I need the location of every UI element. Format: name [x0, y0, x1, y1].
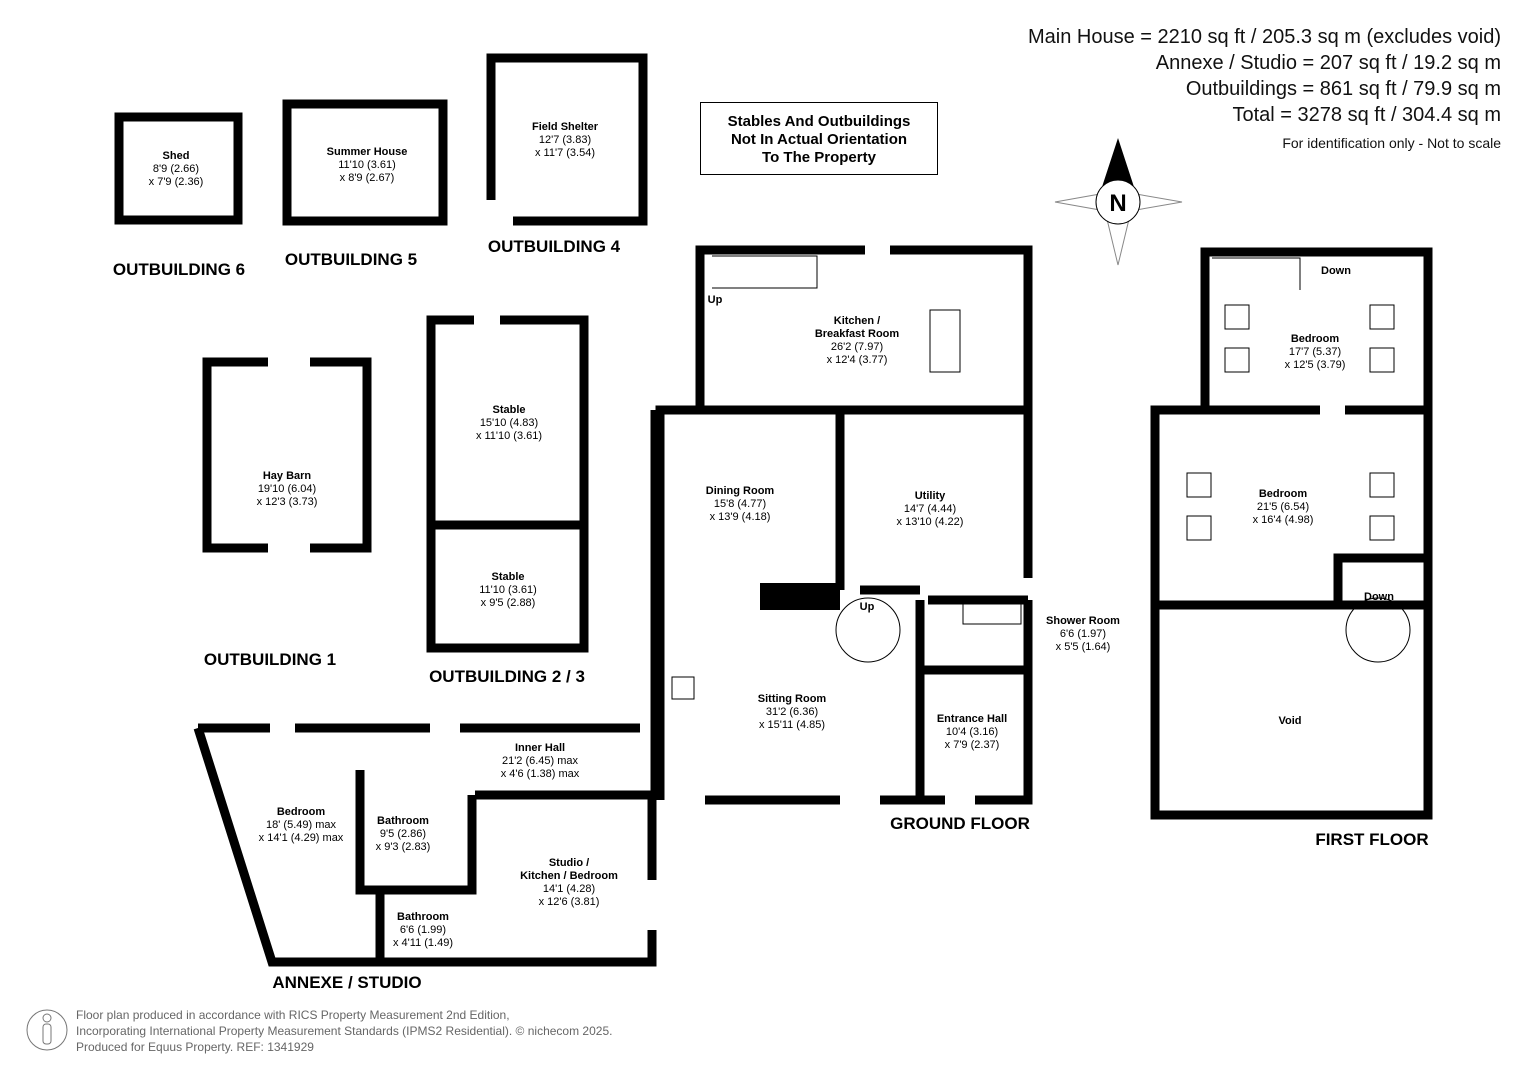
- svg-text:x 12'5 (3.79): x 12'5 (3.79): [1285, 359, 1346, 371]
- svg-text:Down: Down: [1321, 265, 1351, 277]
- room-name: Kitchen /: [834, 315, 880, 327]
- svg-text:OUTBUILDING 2 / 3: OUTBUILDING 2 / 3: [429, 667, 585, 686]
- svg-text:x 11'10 (3.61): x 11'10 (3.61): [476, 430, 542, 442]
- area-annexe: Annexe / Studio = 207 sq ft / 19.2 sq m: [1155, 52, 1501, 74]
- footer: Floor plan produced in accordance with R…: [76, 1007, 612, 1055]
- orientation-note: Stables And Outbuildings Not In Actual O…: [700, 102, 938, 175]
- footer-line: Incorporating International Property Mea…: [76, 1024, 613, 1038]
- fixtures: [671, 255, 1411, 700]
- svg-text:10'4 (3.16): 10'4 (3.16): [946, 726, 998, 738]
- svg-text:14'1 (4.28): 14'1 (4.28): [543, 883, 595, 895]
- svg-text:6'6 (1.97): 6'6 (1.97): [1060, 628, 1106, 640]
- svg-text:31'2 (6.36): 31'2 (6.36): [766, 706, 818, 718]
- svg-text:21'5 (6.54): 21'5 (6.54): [1257, 501, 1309, 513]
- svg-text:26'2 (7.97): 26'2 (7.97): [831, 341, 883, 353]
- svg-text:12'7 (3.83): 12'7 (3.83): [539, 134, 591, 146]
- svg-text:x 4'6 (1.38) max: x 4'6 (1.38) max: [501, 768, 580, 780]
- svg-text:OUTBUILDING 5: OUTBUILDING 5: [285, 250, 417, 269]
- footer-line: Produced for Equus Property. REF: 134192…: [76, 1040, 314, 1054]
- room-name: Bathroom: [397, 911, 449, 923]
- area-main: Main House = 2210 sq ft / 205.3 sq m (ex…: [1027, 26, 1501, 48]
- svg-text:x 13'10 (4.22): x 13'10 (4.22): [897, 516, 964, 528]
- svg-text:8'9 (2.66): 8'9 (2.66): [153, 163, 199, 175]
- svg-text:x 12'6 (3.81): x 12'6 (3.81): [539, 896, 600, 908]
- svg-text:FIRST FLOOR: FIRST FLOOR: [1315, 830, 1428, 849]
- room-name: Shed: [163, 150, 190, 162]
- svg-text:ANNEXE / STUDIO: ANNEXE / STUDIO: [272, 973, 421, 992]
- svg-text:x 9'5 (2.88): x 9'5 (2.88): [481, 597, 536, 609]
- svg-text:x 13'9 (4.18): x 13'9 (4.18): [710, 511, 771, 523]
- svg-text:x 16'4 (4.98): x 16'4 (4.98): [1253, 514, 1314, 526]
- svg-text:N: N: [1109, 190, 1126, 217]
- svg-text:OUTBUILDING 6: OUTBUILDING 6: [113, 260, 245, 279]
- compass-icon: N: [1054, 138, 1183, 266]
- svg-text:GROUND FLOOR: GROUND FLOOR: [890, 814, 1030, 833]
- svg-text:6'6 (1.99): 6'6 (1.99): [400, 924, 446, 936]
- svg-text:x 12'3 (3.73): x 12'3 (3.73): [257, 496, 318, 508]
- room-name: Bathroom: [377, 815, 429, 827]
- svg-text:19'10 (6.04): 19'10 (6.04): [258, 483, 316, 495]
- room-name: Stable: [491, 571, 524, 583]
- svg-text:x 14'1 (4.29) max: x 14'1 (4.29) max: [259, 832, 344, 844]
- svg-text:x 7'9 (2.36): x 7'9 (2.36): [149, 176, 204, 188]
- svg-text:15'10 (4.83): 15'10 (4.83): [480, 417, 538, 429]
- svg-text:21'2 (6.45) max: 21'2 (6.45) max: [502, 755, 579, 767]
- svg-text:OUTBUILDING 4: OUTBUILDING 4: [488, 237, 621, 256]
- svg-text:x 7'9 (2.37): x 7'9 (2.37): [945, 739, 1000, 751]
- svg-text:18' (5.49) max: 18' (5.49) max: [266, 819, 336, 831]
- svg-text:Up: Up: [708, 294, 723, 306]
- room-name: Entrance Hall: [937, 713, 1007, 725]
- svg-text:Down: Down: [1364, 591, 1394, 603]
- svg-text:x 4'11 (1.49): x 4'11 (1.49): [393, 937, 453, 949]
- room-name: Bedroom: [1259, 488, 1308, 500]
- svg-text:x 12'4 (3.77): x 12'4 (3.77): [827, 354, 888, 366]
- outbuilding-walls: [114, 53, 1433, 967]
- svg-text:11'10 (3.61): 11'10 (3.61): [479, 584, 537, 596]
- section-labels: OUTBUILDING 6 OUTBUILDING 5 OUTBUILDING …: [113, 237, 1429, 992]
- svg-text:Kitchen / Bedroom: Kitchen / Bedroom: [520, 870, 618, 882]
- svg-text:x 8'9 (2.67): x 8'9 (2.67): [340, 172, 395, 184]
- scale-note: For identification only - Not to scale: [1282, 135, 1501, 151]
- area-total: Total = 3278 sq ft / 304.4 sq m: [1232, 104, 1502, 126]
- room-name: Hay Barn: [263, 470, 312, 482]
- svg-text:17'7 (5.37): 17'7 (5.37): [1289, 346, 1341, 358]
- note-line: Not In Actual Orientation: [730, 131, 908, 148]
- svg-text:14'7 (4.44): 14'7 (4.44): [904, 503, 956, 515]
- svg-text:x 5'5 (1.64): x 5'5 (1.64): [1056, 641, 1111, 653]
- footer-line: Floor plan produced in accordance with R…: [76, 1008, 510, 1022]
- svg-text:15'8 (4.77): 15'8 (4.77): [714, 498, 766, 510]
- svg-text:OUTBUILDING 1: OUTBUILDING 1: [204, 650, 336, 669]
- room-name: Studio /: [549, 857, 589, 869]
- room-name: Void: [1278, 715, 1301, 727]
- svg-text:x 9'3 (2.83): x 9'3 (2.83): [376, 841, 431, 853]
- svg-text:Breakfast Room: Breakfast Room: [815, 328, 900, 340]
- room-name: Inner Hall: [515, 742, 565, 754]
- svg-text:9'5 (2.86): 9'5 (2.86): [380, 828, 426, 840]
- svg-text:Up: Up: [860, 601, 875, 613]
- room-name: Utility: [915, 490, 946, 502]
- area-summary: Main House = 2210 sq ft / 205.3 sq m (ex…: [1028, 24, 1501, 156]
- room-name: Field Shelter: [532, 121, 599, 133]
- svg-text:11'10 (3.61): 11'10 (3.61): [338, 159, 396, 171]
- note-line: To The Property: [762, 149, 876, 166]
- room-name: Sitting Room: [758, 693, 827, 705]
- room-name: Bedroom: [1291, 333, 1340, 345]
- note-line: Stables And Outbuildings: [727, 113, 911, 130]
- area-outbuildings: Outbuildings = 861 sq ft / 79.9 sq m: [1185, 78, 1501, 100]
- room-name: Shower Room: [1046, 615, 1120, 627]
- room-name: Bedroom: [277, 806, 326, 818]
- room-name: Stable: [492, 404, 525, 416]
- room-name: Summer House: [327, 146, 408, 158]
- svg-text:x 11'7 (3.54): x 11'7 (3.54): [535, 147, 595, 159]
- person-icon: [26, 1009, 68, 1051]
- svg-text:x 15'11 (4.85): x 15'11 (4.85): [759, 719, 825, 731]
- room-name: Dining Room: [706, 485, 775, 497]
